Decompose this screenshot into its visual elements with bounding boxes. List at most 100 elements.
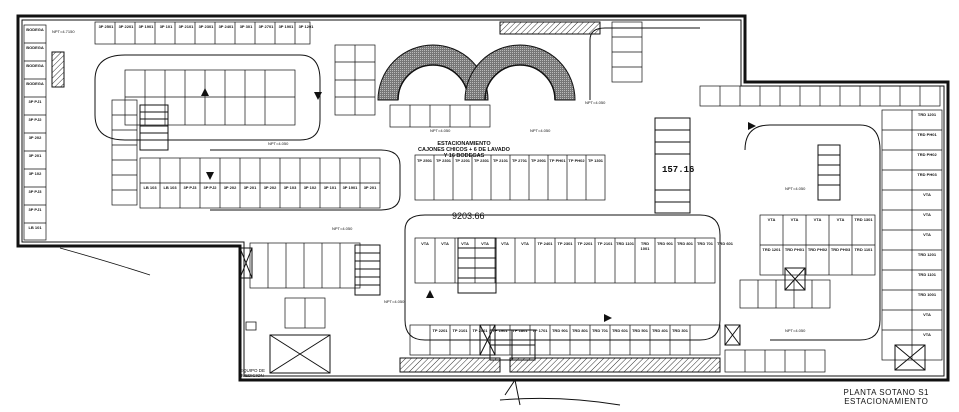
parking-space-label: TP 1301 bbox=[587, 158, 604, 163]
parking-space-label: VTA bbox=[923, 212, 931, 217]
parking-space-label: 3P 1901 bbox=[342, 185, 358, 190]
note-line: CAJONES CHICOS + 6 DE LAVADO bbox=[418, 147, 510, 153]
parking-space-label: 3P 102 bbox=[303, 185, 317, 190]
parking-space-label: VTA bbox=[461, 241, 469, 246]
parking-space-label: TRD PH01 bbox=[784, 247, 805, 252]
parking-space-label: TRD 601 bbox=[611, 328, 628, 333]
parking-space-label: TP 2301 bbox=[435, 158, 452, 163]
svg-text:NPT=4.7150: NPT=4.7150 bbox=[52, 29, 75, 34]
parking-space-label: TP 2001 bbox=[472, 328, 488, 333]
svg-text:NPT=4.050: NPT=4.050 bbox=[332, 226, 353, 231]
parking-space-label: VTA bbox=[521, 241, 529, 246]
parking-space-label: VTA bbox=[923, 192, 931, 197]
parking-space-label: 3P 202 bbox=[223, 185, 237, 190]
annotation-ticks: NPT=4.050 NPT=4.050 NPT=4.050 NPT=4.050 … bbox=[52, 29, 806, 333]
parking-space-label: BODEGA bbox=[26, 27, 44, 32]
parking-space-label: TRD 1101 bbox=[854, 247, 873, 252]
parking-space-label: 3P 101 bbox=[323, 185, 337, 190]
parking-space-label: TP 2201 bbox=[432, 328, 448, 333]
parking-space-label: BODEGA bbox=[26, 81, 44, 86]
parking-space-label: 3P PJ3 bbox=[183, 185, 197, 190]
parking-space-label: VTA bbox=[923, 232, 931, 237]
parking-space-label: TP 2901 bbox=[530, 158, 547, 163]
parking-space-label: TRD 1101 bbox=[917, 272, 936, 277]
parking-space-label: 3P PJ3 bbox=[28, 189, 42, 194]
parking-space-label: TRD 901 bbox=[551, 328, 568, 333]
stall-grid bbox=[23, 21, 943, 373]
equipment-line: MEDICION bbox=[241, 373, 264, 378]
parking-space-label: TRD 1201 bbox=[917, 252, 937, 257]
parking-space-label: TP 2401 bbox=[537, 241, 553, 246]
parking-space-label: TRD PH03 bbox=[830, 247, 851, 252]
parking-space-label: TP 2301 bbox=[473, 158, 490, 163]
parking-space-label: 3P 202 bbox=[28, 135, 42, 140]
parking-space-label: 3P 2401 bbox=[218, 24, 234, 29]
parking-space-label: TRD PH02 bbox=[807, 247, 828, 252]
drawing-subtitle: ESTACIONAMIENTO bbox=[844, 397, 929, 406]
parking-space-label: VTA bbox=[923, 332, 931, 337]
parking-space-label: VTA bbox=[767, 217, 776, 222]
parking-space-label: LB 101 bbox=[28, 225, 42, 230]
parking-space-label: TP 2101 bbox=[597, 241, 613, 246]
area-label: 9203.66 bbox=[452, 211, 485, 221]
parking-space-label: BODEGA bbox=[26, 45, 44, 50]
svg-text:NPT=4.050: NPT=4.050 bbox=[384, 299, 405, 304]
parking-space-label: TRD 701 bbox=[591, 328, 608, 333]
parking-space-label: TRD 1201 bbox=[762, 247, 781, 252]
parking-space-label: TP 2501 bbox=[416, 158, 433, 163]
ramp-left bbox=[377, 44, 489, 101]
parking-space-label: TP 2301 bbox=[557, 241, 573, 246]
drawing-title: PLANTA SOTANO S1 bbox=[843, 388, 929, 397]
parking-space-label: VTA bbox=[813, 217, 822, 222]
svg-text:NPT=4.050: NPT=4.050 bbox=[785, 328, 806, 333]
parking-space-label: VTA bbox=[923, 312, 931, 317]
parking-space-label: TRD 1101 bbox=[616, 241, 635, 246]
parking-note: ESTACIONAMIENTO CAJONES CHICOS + 6 DE LA… bbox=[418, 141, 510, 159]
parking-space-label: TP PH01 bbox=[549, 158, 566, 163]
parking-space-label: 3P 201 bbox=[243, 185, 257, 190]
parking-space-label: 3P PJ1 bbox=[28, 207, 42, 212]
svg-text:NPT=4.050: NPT=4.050 bbox=[585, 100, 606, 105]
parking-space-label: TRD 801 bbox=[571, 328, 588, 333]
parking-space-label: TP 2101 bbox=[452, 328, 468, 333]
parking-space-label: 3P PJ1 bbox=[28, 99, 42, 104]
parking-space-label: 3P 1901 bbox=[278, 24, 294, 29]
parking-space-label: TP 2701 bbox=[511, 158, 528, 163]
parking-space-label: 3P 1901 bbox=[138, 24, 154, 29]
parking-space-label: TP 1801 bbox=[512, 328, 528, 333]
parking-space-label: TRD PH03 bbox=[917, 172, 937, 177]
service-room bbox=[399, 357, 501, 373]
parking-space-label: 3P PJ2 bbox=[28, 117, 42, 122]
parking-space-label: TRD 501 bbox=[631, 328, 648, 333]
parking-space-label: 3P 103 bbox=[283, 185, 297, 190]
parking-space-label: TRD 901 bbox=[656, 241, 673, 246]
direction-arrow bbox=[201, 88, 756, 322]
parking-space-label: 3P PJ2 bbox=[203, 185, 217, 190]
note-line: ESTACIONAMIENTO bbox=[437, 141, 491, 147]
equipment-line: EQUIPO DE bbox=[240, 368, 266, 373]
parking-space-label: LB 103 bbox=[143, 185, 157, 190]
sketch-mark bbox=[59, 247, 151, 276]
parking-space-label: TP 2201 bbox=[454, 158, 471, 163]
parking-space-label: 3P 301 bbox=[239, 24, 253, 29]
svg-text:NPT=4.050: NPT=4.050 bbox=[530, 128, 551, 133]
parking-space-label: VTA bbox=[421, 241, 429, 246]
parking-space-label: TRD 1301 bbox=[854, 217, 873, 222]
parking-space-label: TRD 801 bbox=[676, 241, 693, 246]
parking-space-label: 3P 2701 bbox=[258, 24, 274, 29]
parking-space-label: 3P 2201 bbox=[118, 24, 134, 29]
parking-space-label: TRD 301 bbox=[671, 328, 688, 333]
parking-space-label: 3P 101 bbox=[159, 24, 173, 29]
parking-space-label: VTA bbox=[501, 241, 509, 246]
outer-wall bbox=[16, 14, 950, 382]
ramp-right bbox=[464, 44, 576, 101]
service-room bbox=[51, 51, 65, 88]
parking-space-label: 3P 202 bbox=[263, 185, 277, 190]
parking-space-label: VTA bbox=[790, 217, 799, 222]
stair-core bbox=[139, 104, 926, 374]
counter-label: 157.16 bbox=[662, 165, 695, 175]
parking-space-label: TRD 601 bbox=[716, 241, 733, 246]
svg-text:NPT=4.050: NPT=4.050 bbox=[268, 141, 289, 146]
parking-space-label: 3P 2501 bbox=[98, 24, 114, 29]
